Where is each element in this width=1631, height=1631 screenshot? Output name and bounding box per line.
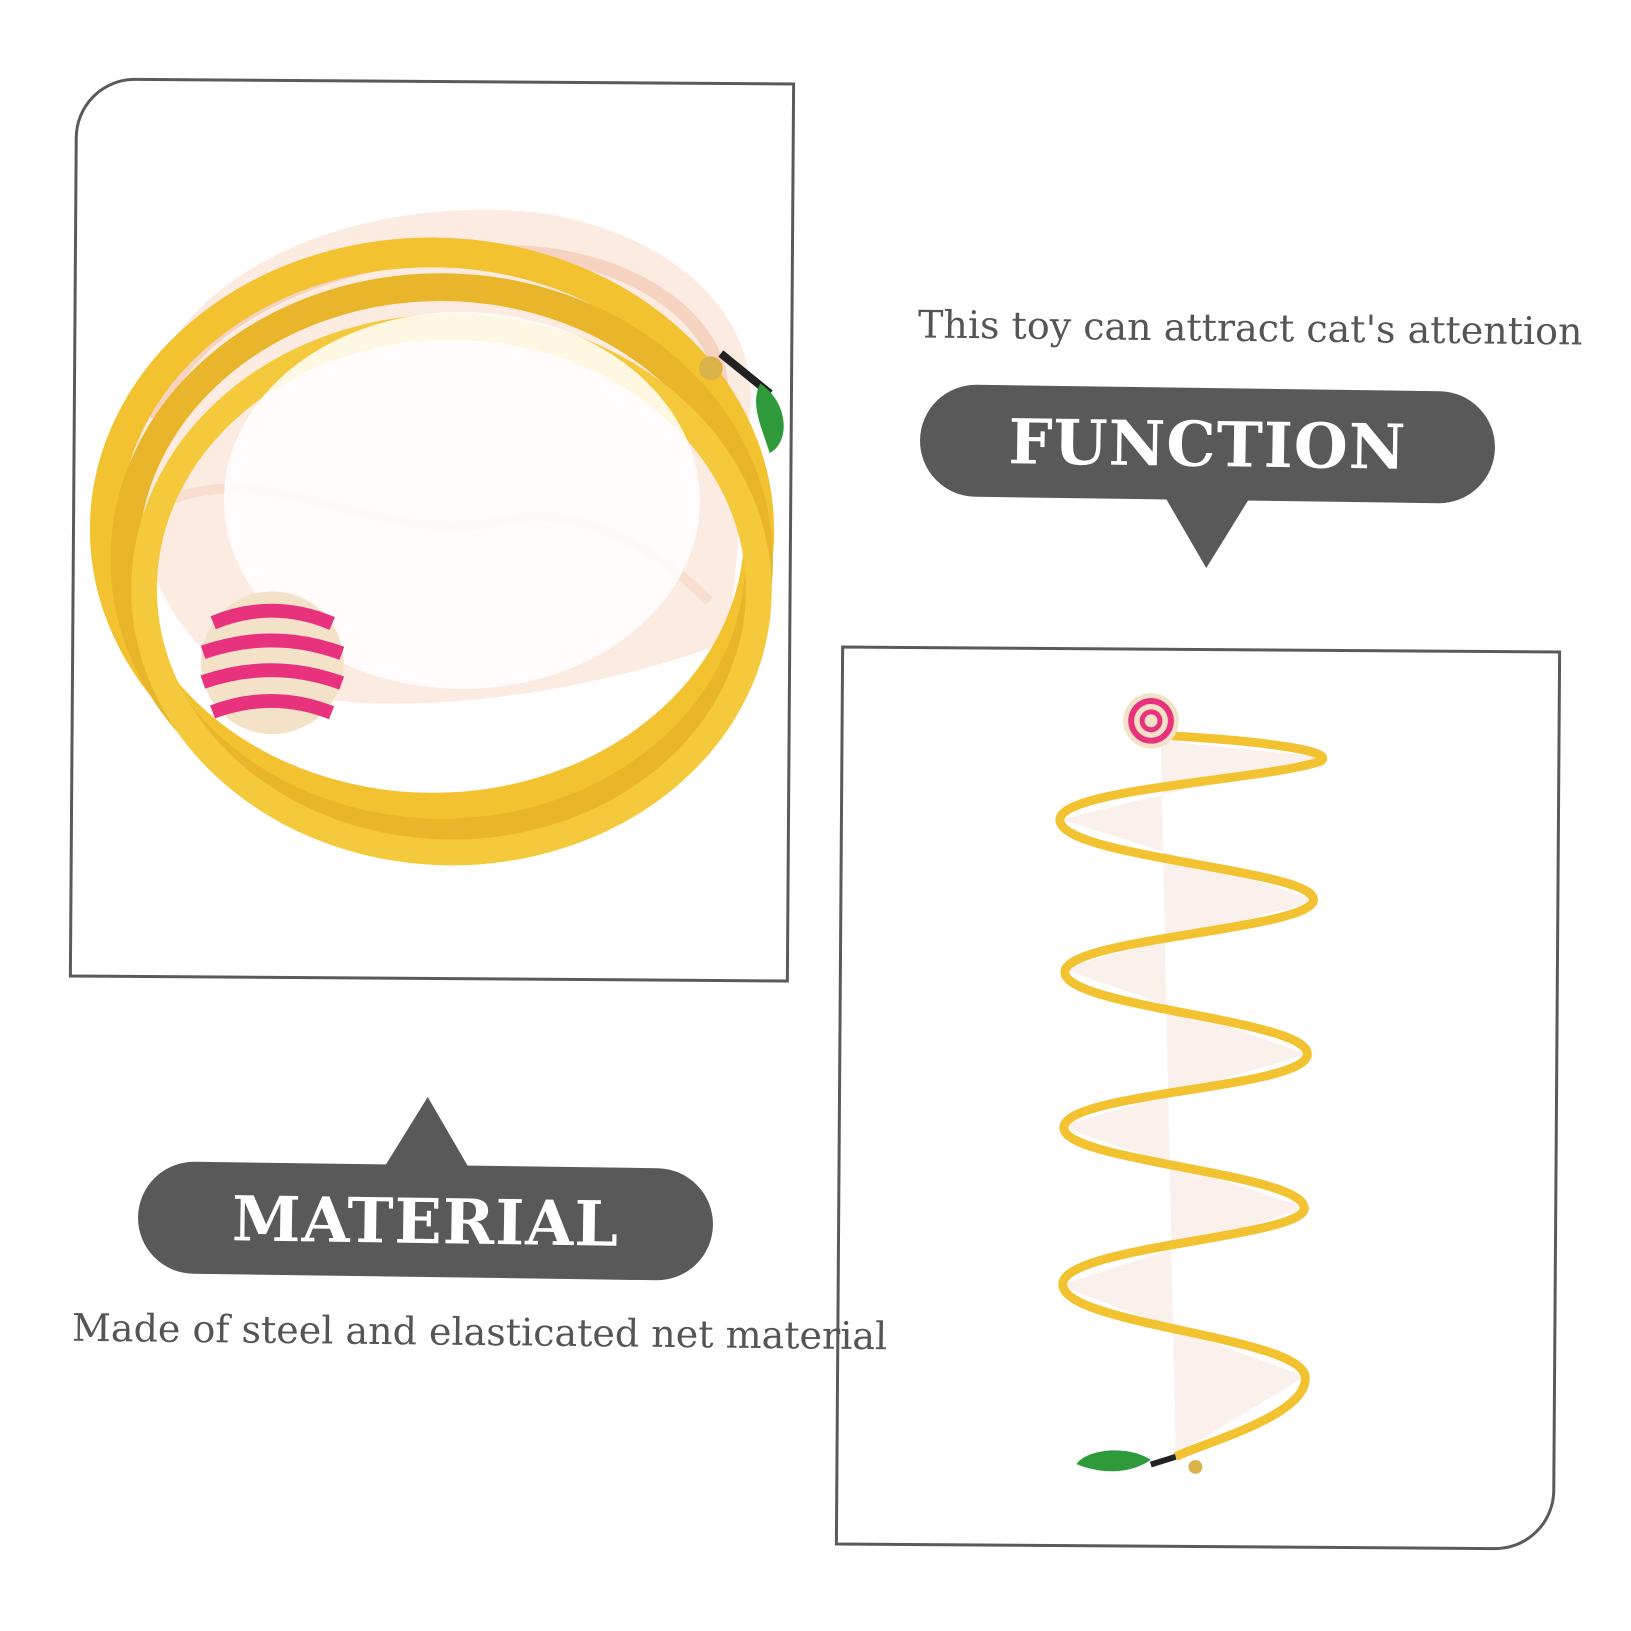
function-caption: This toy can attract cat's attention — [917, 302, 1583, 354]
yellow-spiral-wire — [1055, 731, 1328, 1461]
coiled-toy-photo-frame — [68, 77, 796, 983]
feather — [756, 383, 784, 454]
spiral-net — [1057, 740, 1320, 1455]
function-label-bubble: FUNCTION — [919, 383, 1496, 505]
bell-small — [1188, 1459, 1203, 1474]
sisal-ball-small — [1123, 693, 1179, 749]
spiral-toy-photo-frame — [834, 645, 1562, 1551]
material-label-bubble: MATERIAL — [137, 1160, 714, 1282]
feather-small — [1076, 1450, 1151, 1472]
material-caption: Made of steel and elasticated net materi… — [71, 1305, 888, 1359]
sisal-ball — [200, 591, 345, 735]
spiral-toy-illustration — [1055, 693, 1328, 1474]
coiled-toy-illustration — [89, 209, 784, 866]
bell — [698, 356, 723, 381]
